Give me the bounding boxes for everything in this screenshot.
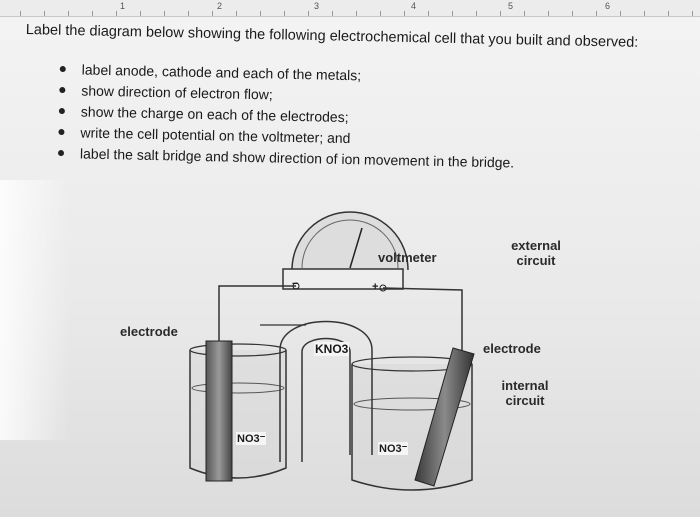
photo-glare	[0, 180, 70, 440]
voltmeter-label: voltmeter	[378, 250, 437, 265]
positive-terminal-label: +	[372, 281, 379, 293]
left-wire	[218, 285, 296, 345]
ruler-tick	[140, 11, 141, 16]
left-electrode-label: electrode	[120, 324, 178, 339]
ruler-tick	[500, 11, 501, 16]
ruler-tick	[68, 11, 69, 16]
document-ruler: 1234567	[0, 0, 700, 17]
external-circuit-label: external circuit	[511, 238, 561, 268]
ruler-tick	[668, 11, 669, 16]
voltmeter	[282, 211, 409, 292]
ruler-tick	[692, 11, 693, 16]
internal-circuit-label: internal circuit	[501, 378, 549, 408]
ruler-tick	[380, 11, 381, 16]
ruler-tick	[620, 11, 621, 16]
ruler-tick	[644, 11, 645, 16]
ruler-tick	[404, 11, 405, 16]
ruler-tick	[20, 11, 21, 16]
left-beaker	[189, 343, 287, 479]
ruler-tick	[164, 11, 165, 16]
voltmeter-base	[282, 268, 404, 290]
ruler-tick	[452, 11, 453, 16]
ruler-tick	[44, 11, 45, 16]
ruler-tick	[308, 11, 309, 16]
right-ion-label: NO3⁻	[378, 442, 409, 455]
ruler-tick	[116, 11, 117, 16]
ruler-tick	[332, 11, 333, 16]
ruler-tick	[356, 11, 357, 16]
ruler-tick	[188, 11, 189, 16]
voltmeter-dial	[291, 211, 409, 271]
ruler-tick	[260, 11, 261, 16]
right-electrode-label: electrode	[483, 341, 541, 356]
ruler-number: 2	[217, 1, 223, 11]
left-electrode	[205, 340, 233, 482]
ruler-number: 6	[605, 1, 611, 11]
ruler-number: 1	[120, 1, 126, 11]
ruler-tick	[548, 11, 549, 16]
ruler-tick	[92, 11, 93, 16]
ruler-number: 4	[411, 1, 417, 11]
right-electrode	[414, 347, 475, 487]
salt-bridge	[279, 320, 373, 462]
voltmeter-needle	[349, 227, 363, 269]
voltmeter-scale	[301, 219, 399, 269]
ruler-number: 5	[508, 1, 514, 11]
ruler-number: 3	[314, 1, 320, 11]
ruler-tick	[524, 11, 525, 16]
ruler-tick	[212, 11, 213, 16]
ruler-tick	[428, 11, 429, 16]
negative-terminal-label: −	[292, 278, 299, 290]
ruler-tick	[284, 11, 285, 16]
ruler-tick	[236, 11, 237, 16]
ruler-tick	[476, 11, 477, 16]
left-ion-label: NO3⁻	[236, 432, 267, 445]
ruler-tick	[596, 11, 597, 16]
salt-bridge-label: KNO3	[314, 342, 350, 356]
ruler-tick	[572, 11, 573, 16]
right-wire	[382, 287, 463, 360]
